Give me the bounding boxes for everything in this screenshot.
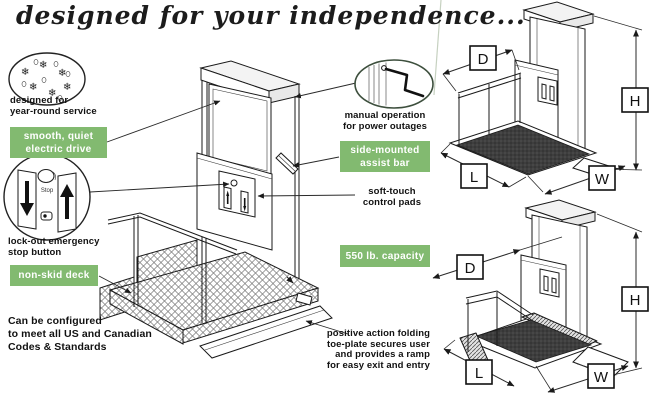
svg-text:❄: ❄ — [39, 60, 47, 71]
main-lift-drawing — [89, 60, 357, 359]
page-title: designed for your independence... — [16, 1, 526, 30]
page-divider-line — [433, 0, 442, 96]
capacity-tag: 550 lb. capacity — [340, 245, 430, 267]
snowflakes-oval-icon: ❄ ❄ ❄ ❄ ❄ ❄ — [8, 52, 86, 106]
carriage-panel — [196, 152, 273, 251]
toe-plate-label: positive action folding toe-plate secure… — [326, 328, 430, 371]
svg-text:❄: ❄ — [29, 82, 37, 93]
leader-lines — [89, 82, 357, 335]
svg-text:L: L — [475, 365, 483, 382]
lower-dimension-diagram: D H L — [432, 199, 649, 393]
manual-operation-label: manual operation for power outages — [342, 110, 428, 132]
dimension-length-lower: L — [443, 339, 515, 387]
upper-dimension-diagram: D H L W — [440, 1, 649, 195]
dimension-length-upper: L — [440, 143, 527, 189]
dimension-width-lower: W — [535, 363, 629, 393]
codes-standards-label: Can be configured to meet all US and Can… — [8, 315, 152, 353]
svg-text:❄: ❄ — [21, 67, 29, 78]
non-skid-deck-tag: non-skid deck — [10, 265, 98, 286]
hand-crank-icon — [354, 59, 434, 109]
svg-text:D: D — [478, 51, 489, 68]
svg-text:W: W — [595, 171, 610, 188]
svg-text:❄: ❄ — [48, 88, 56, 99]
platform-deck — [99, 239, 320, 345]
year-round-service-label: designed for year-round service — [10, 95, 97, 117]
lockout-stop-label: lock-out emergency stop button — [8, 236, 100, 258]
dimension-width-upper: W — [527, 165, 626, 195]
electric-drive-tag: smooth, quiet electric drive — [10, 127, 107, 158]
dimension-height-lower: H — [596, 213, 649, 375]
svg-text:D: D — [465, 260, 476, 277]
stop-button-label: Stop — [41, 188, 54, 194]
toe-plate-mechanism — [295, 292, 313, 306]
assist-bar — [275, 152, 299, 175]
svg-text:H: H — [630, 292, 641, 309]
dimension-height-upper: H — [593, 15, 649, 171]
dimension-depth-upper: D — [442, 45, 520, 92]
stop-and-arrows-icon: Stop — [3, 153, 91, 241]
assist-bar-tag: side-mounted assist bar — [340, 141, 430, 172]
svg-text:❄: ❄ — [63, 82, 71, 93]
svg-text:L: L — [470, 169, 478, 186]
soft-touch-label: soft-touch control pads — [362, 186, 422, 208]
folding-ramp — [199, 305, 333, 359]
dimension-depth-lower: D — [432, 236, 563, 280]
handrail — [107, 212, 238, 324]
svg-text:❄: ❄ — [58, 68, 66, 79]
svg-text:H: H — [630, 93, 641, 110]
svg-text:W: W — [594, 369, 609, 386]
